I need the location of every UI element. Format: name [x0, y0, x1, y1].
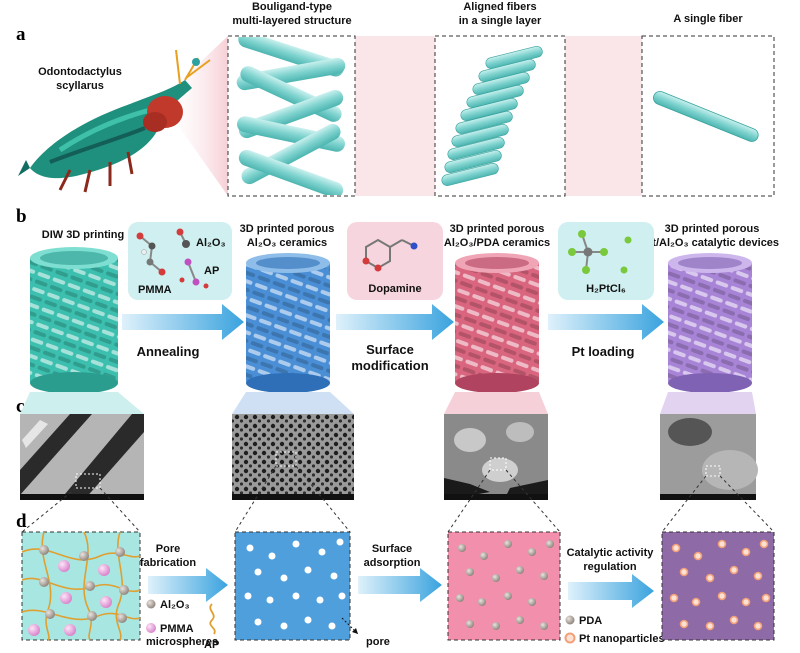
zoom-fan-c4: [660, 392, 756, 414]
svg-text:3D printed porous: 3D printed porous: [240, 223, 335, 235]
svg-text:Pt/Al₂O₃ catalytic devices: Pt/Al₂O₃ catalytic devices: [645, 237, 779, 249]
dopamine-box: Dopamine: [347, 222, 443, 300]
sem-image-diw: [20, 414, 144, 500]
sem-image-pt-al2o3: [660, 414, 758, 500]
svg-text:Aligned fibers: Aligned fibers: [463, 1, 536, 13]
svg-text:Pore: Pore: [156, 543, 180, 555]
svg-text:A single fiber: A single fiber: [673, 13, 743, 25]
sem-image-al2o3: [232, 414, 354, 500]
legend-pt-nanoparticles: Pt nanoparticles: [564, 632, 665, 645]
svg-text:Surface: Surface: [366, 342, 414, 357]
step1-title: DIW 3D printing: [42, 229, 125, 241]
zoom-fan-c2: [232, 392, 354, 414]
surface-modification-arrow: Surface modification: [336, 304, 454, 373]
zoom-fan-c1: [20, 392, 144, 414]
svg-text:scyllarus: scyllarus: [56, 80, 104, 92]
zoom-lines-d: [21, 465, 775, 533]
ink-ap-label: AP: [204, 265, 219, 277]
schematic-porous-al2o3: [234, 531, 351, 641]
legend-ap: AP: [204, 603, 219, 651]
ink-al2o3-label: Al₂O₃: [196, 237, 226, 249]
step4-title: 3D printed porous Pt/Al₂O₃ catalytic dev…: [645, 223, 779, 249]
svg-text:Annealing: Annealing: [137, 344, 200, 359]
zoom-fan-c3: [444, 392, 548, 414]
ap-molecule: [179, 258, 209, 289]
annealing-arrow: Annealing: [122, 304, 244, 359]
single-fiber-box: A single fiber: [641, 13, 775, 197]
pt-loading-arrow: Pt loading: [548, 304, 664, 359]
single-fiber: [653, 91, 759, 142]
mantis-shrimp-image: [18, 49, 211, 193]
svg-text:Bouligand-type: Bouligand-type: [252, 1, 332, 13]
svg-text:Al₂O₃: Al₂O₃: [160, 599, 190, 611]
svg-text:Pt loading: Pt loading: [572, 344, 635, 359]
svg-text:Catalytic activity: Catalytic activity: [567, 547, 655, 559]
panel-letter-a: a: [16, 24, 26, 45]
svg-text:Al₂O₃/PDA ceramics: Al₂O₃/PDA ceramics: [444, 237, 550, 249]
svg-text:adsorption: adsorption: [364, 557, 421, 569]
dopamine-molecule: [362, 238, 418, 272]
cylinder-porous-al2o3: [246, 253, 330, 393]
bouligand-box: Bouligand-type multi-layered structure: [227, 1, 356, 197]
pore-annotation: pore: [341, 617, 390, 648]
svg-text:Al₂O₃ ceramics: Al₂O₃ ceramics: [247, 237, 327, 249]
mantis-shrimp-label: Odontodactylus scyllarus: [38, 66, 122, 92]
pmma-molecule: [136, 232, 166, 276]
aligned-fiber-layer: [441, 45, 543, 186]
zoom-fan-3: [565, 36, 642, 196]
surface-adsorption-arrow: Surface adsorption: [358, 543, 442, 602]
catalytic-regulation-arrow: Catalytic activity regulation: [567, 547, 655, 608]
zoom-fan-1: [160, 36, 228, 196]
ink-components-box: Al₂O₃ AP PMMA: [128, 222, 232, 300]
schematic-al2o3-pda: [447, 531, 561, 641]
h2ptcl6-molecule: [568, 230, 632, 274]
svg-text:multi-layered structure: multi-layered structure: [232, 15, 351, 27]
pore-fabrication-arrow: Pore fabrication: [140, 543, 228, 602]
panel-letter-b: b: [16, 206, 27, 227]
svg-text:modification: modification: [351, 358, 428, 373]
h2ptcl6-box: H₂PtCl₆: [558, 222, 654, 300]
al2o3-molecule: [176, 228, 190, 248]
cylinder-porous-al2o3-pda: [455, 253, 539, 393]
svg-text:pore: pore: [366, 636, 390, 648]
legend-al2o3: Al₂O₃: [146, 599, 190, 611]
zoom-fan-2: [355, 36, 435, 196]
schematic-composite-ink: [21, 531, 141, 641]
svg-text:Pt nanoparticles: Pt nanoparticles: [579, 633, 665, 645]
ink-pmma-label: PMMA: [138, 284, 172, 296]
aligned-fibers-box: Aligned fibers in a single layer: [434, 1, 566, 197]
legend-pda: PDA: [565, 615, 602, 627]
svg-text:microspheres: microspheres: [146, 636, 218, 648]
svg-text:fabrication: fabrication: [140, 557, 197, 569]
panel-letter-d: d: [16, 511, 27, 532]
cylinder-diw-printed: [30, 247, 118, 394]
schematic-pt-al2o3: [661, 531, 775, 641]
svg-text:in a single layer: in a single layer: [459, 15, 542, 27]
svg-text:Odontodactylus: Odontodactylus: [38, 66, 122, 78]
svg-text:PDA: PDA: [579, 615, 602, 627]
cylinder-pt-al2o3: [668, 253, 752, 393]
svg-text:PMMA: PMMA: [160, 623, 194, 635]
step3-title: 3D printed porous Al₂O₃/PDA ceramics: [444, 223, 550, 249]
panel-letter-c: c: [16, 396, 24, 417]
svg-text:3D printed porous: 3D printed porous: [450, 223, 545, 235]
step2-title: 3D printed porous Al₂O₃ ceramics: [240, 223, 335, 249]
h2ptcl6-label: H₂PtCl₆: [586, 283, 626, 295]
dopamine-label: Dopamine: [368, 283, 421, 295]
svg-text:3D printed porous: 3D printed porous: [665, 223, 760, 235]
legend-pmma: PMMA microspheres: [146, 623, 218, 648]
svg-text:AP: AP: [204, 639, 219, 651]
sem-image-al2o3-pda: [444, 414, 548, 500]
bouligand-stack: [236, 37, 346, 195]
svg-text:regulation: regulation: [583, 561, 636, 573]
svg-text:Surface: Surface: [372, 543, 412, 555]
